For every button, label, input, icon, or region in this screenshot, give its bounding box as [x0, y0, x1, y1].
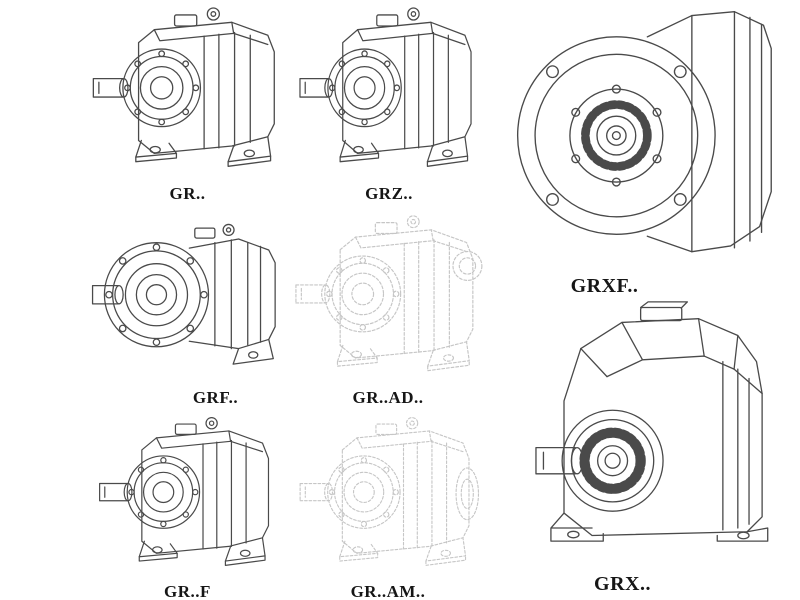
gearbox-figure-grxf: GRXF..: [495, 2, 790, 298]
foot-mounted-gearbox-illustration: [300, 8, 471, 166]
gearbox-drawing-grff: [85, 412, 290, 580]
flange-mounted-gearbox-illustration: [93, 224, 276, 364]
gearbox-figure-grad: GR..AD..: [288, 210, 488, 408]
flange-front-view-illustration: [518, 12, 772, 252]
gearbox-drawing-grad: [288, 210, 483, 386]
gearbox-label-grad: GR..AD..: [352, 388, 424, 407]
gearbox-label-gr: GR..: [169, 184, 206, 203]
gearbox-drawing-grz: [293, 2, 485, 182]
gearbox-drawing-grxf: [495, 2, 790, 273]
gearbox-drawing-grx: [495, 300, 790, 571]
gearbox-drawing-gr: [85, 2, 290, 182]
input-adapter-detail: [452, 250, 483, 281]
gearbox-label-gram: GR..AM..: [350, 582, 426, 600]
foot-flange-gearbox-illustration: [100, 418, 269, 566]
gearbox-figure-grz: GRZ..: [293, 2, 485, 204]
phantom-gearbox-illustration: [296, 216, 473, 371]
gearbox-drawing-gram: [288, 412, 480, 580]
motor-adapter-flange-detail: [455, 467, 480, 521]
gearbox-label-grxf: GRXF..: [570, 275, 639, 297]
gearbox-label-grf: GRF..: [192, 388, 239, 407]
gearbox-figure-grff: GR..F: [85, 412, 290, 600]
large-gearbox-illustration: [536, 302, 768, 541]
gearbox-figure-grx: GRX..: [495, 300, 790, 596]
gearbox-label-grff: GR..F: [164, 582, 211, 600]
phantom-gearbox-illustration: [300, 418, 469, 566]
foot-mounted-gearbox-illustration: [93, 8, 274, 166]
gearbox-drawing-grf: [85, 208, 290, 386]
gearbox-label-grx: GRX..: [594, 573, 651, 595]
gearbox-figure-gram: GR..AM..: [288, 412, 488, 600]
gearbox-figure-grf: GRF..: [85, 208, 290, 408]
gearbox-label-grz: GRZ..: [365, 184, 413, 203]
gearbox-figure-gr: GR..: [85, 2, 290, 204]
